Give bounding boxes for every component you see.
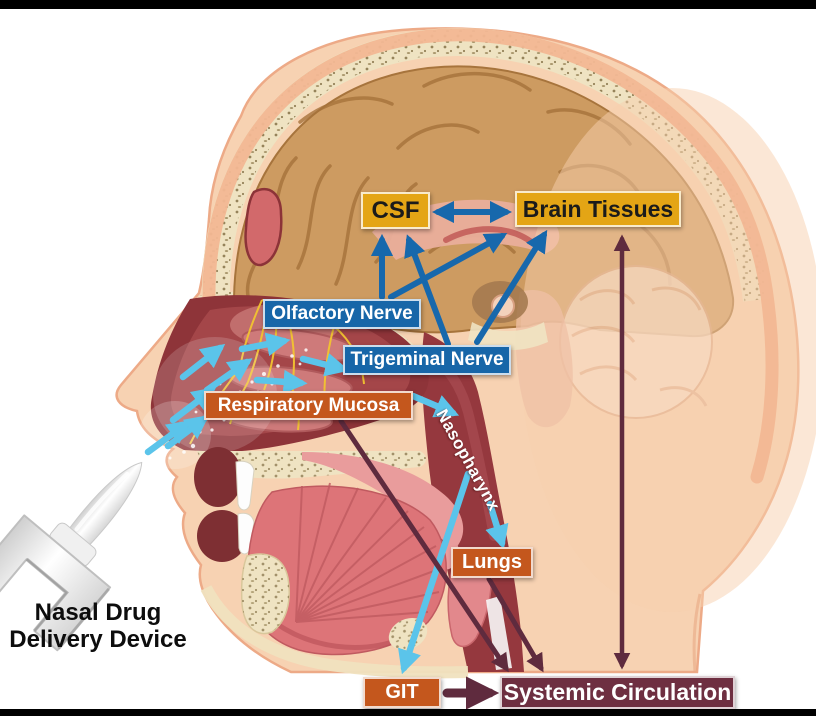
label-brain-tissues: Brain Tissues [515, 191, 681, 227]
label-systemic-circulation: Systemic Circulation [500, 676, 735, 709]
device-caption-line1: Nasal Drug [34, 599, 162, 626]
label-olfactory-nerve: Olfactory Nerve [263, 299, 421, 329]
device-caption: Nasal Drug Delivery Device [2, 599, 194, 653]
label-lungs: Lungs [451, 547, 533, 578]
neural-pathway-arrows [370, 200, 548, 347]
mouth [194, 447, 702, 679]
device-caption-line2: Delivery Device [9, 626, 187, 653]
cerebellum [559, 265, 713, 419]
label-respiratory-mucosa: Respiratory Mucosa [204, 391, 413, 420]
nasal-spray-device [0, 461, 143, 652]
frontal-sinus [244, 188, 283, 267]
top-border [0, 0, 816, 9]
label-csf: CSF [361, 192, 430, 229]
scalp-rim [202, 28, 779, 484]
bottom-border [0, 709, 816, 716]
label-trigeminal-nerve: Trigeminal Nerve [343, 345, 511, 375]
systemic-pathway-arrows [338, 234, 631, 710]
drug-path-arrows [144, 332, 509, 675]
label-git: GIT [363, 677, 441, 708]
